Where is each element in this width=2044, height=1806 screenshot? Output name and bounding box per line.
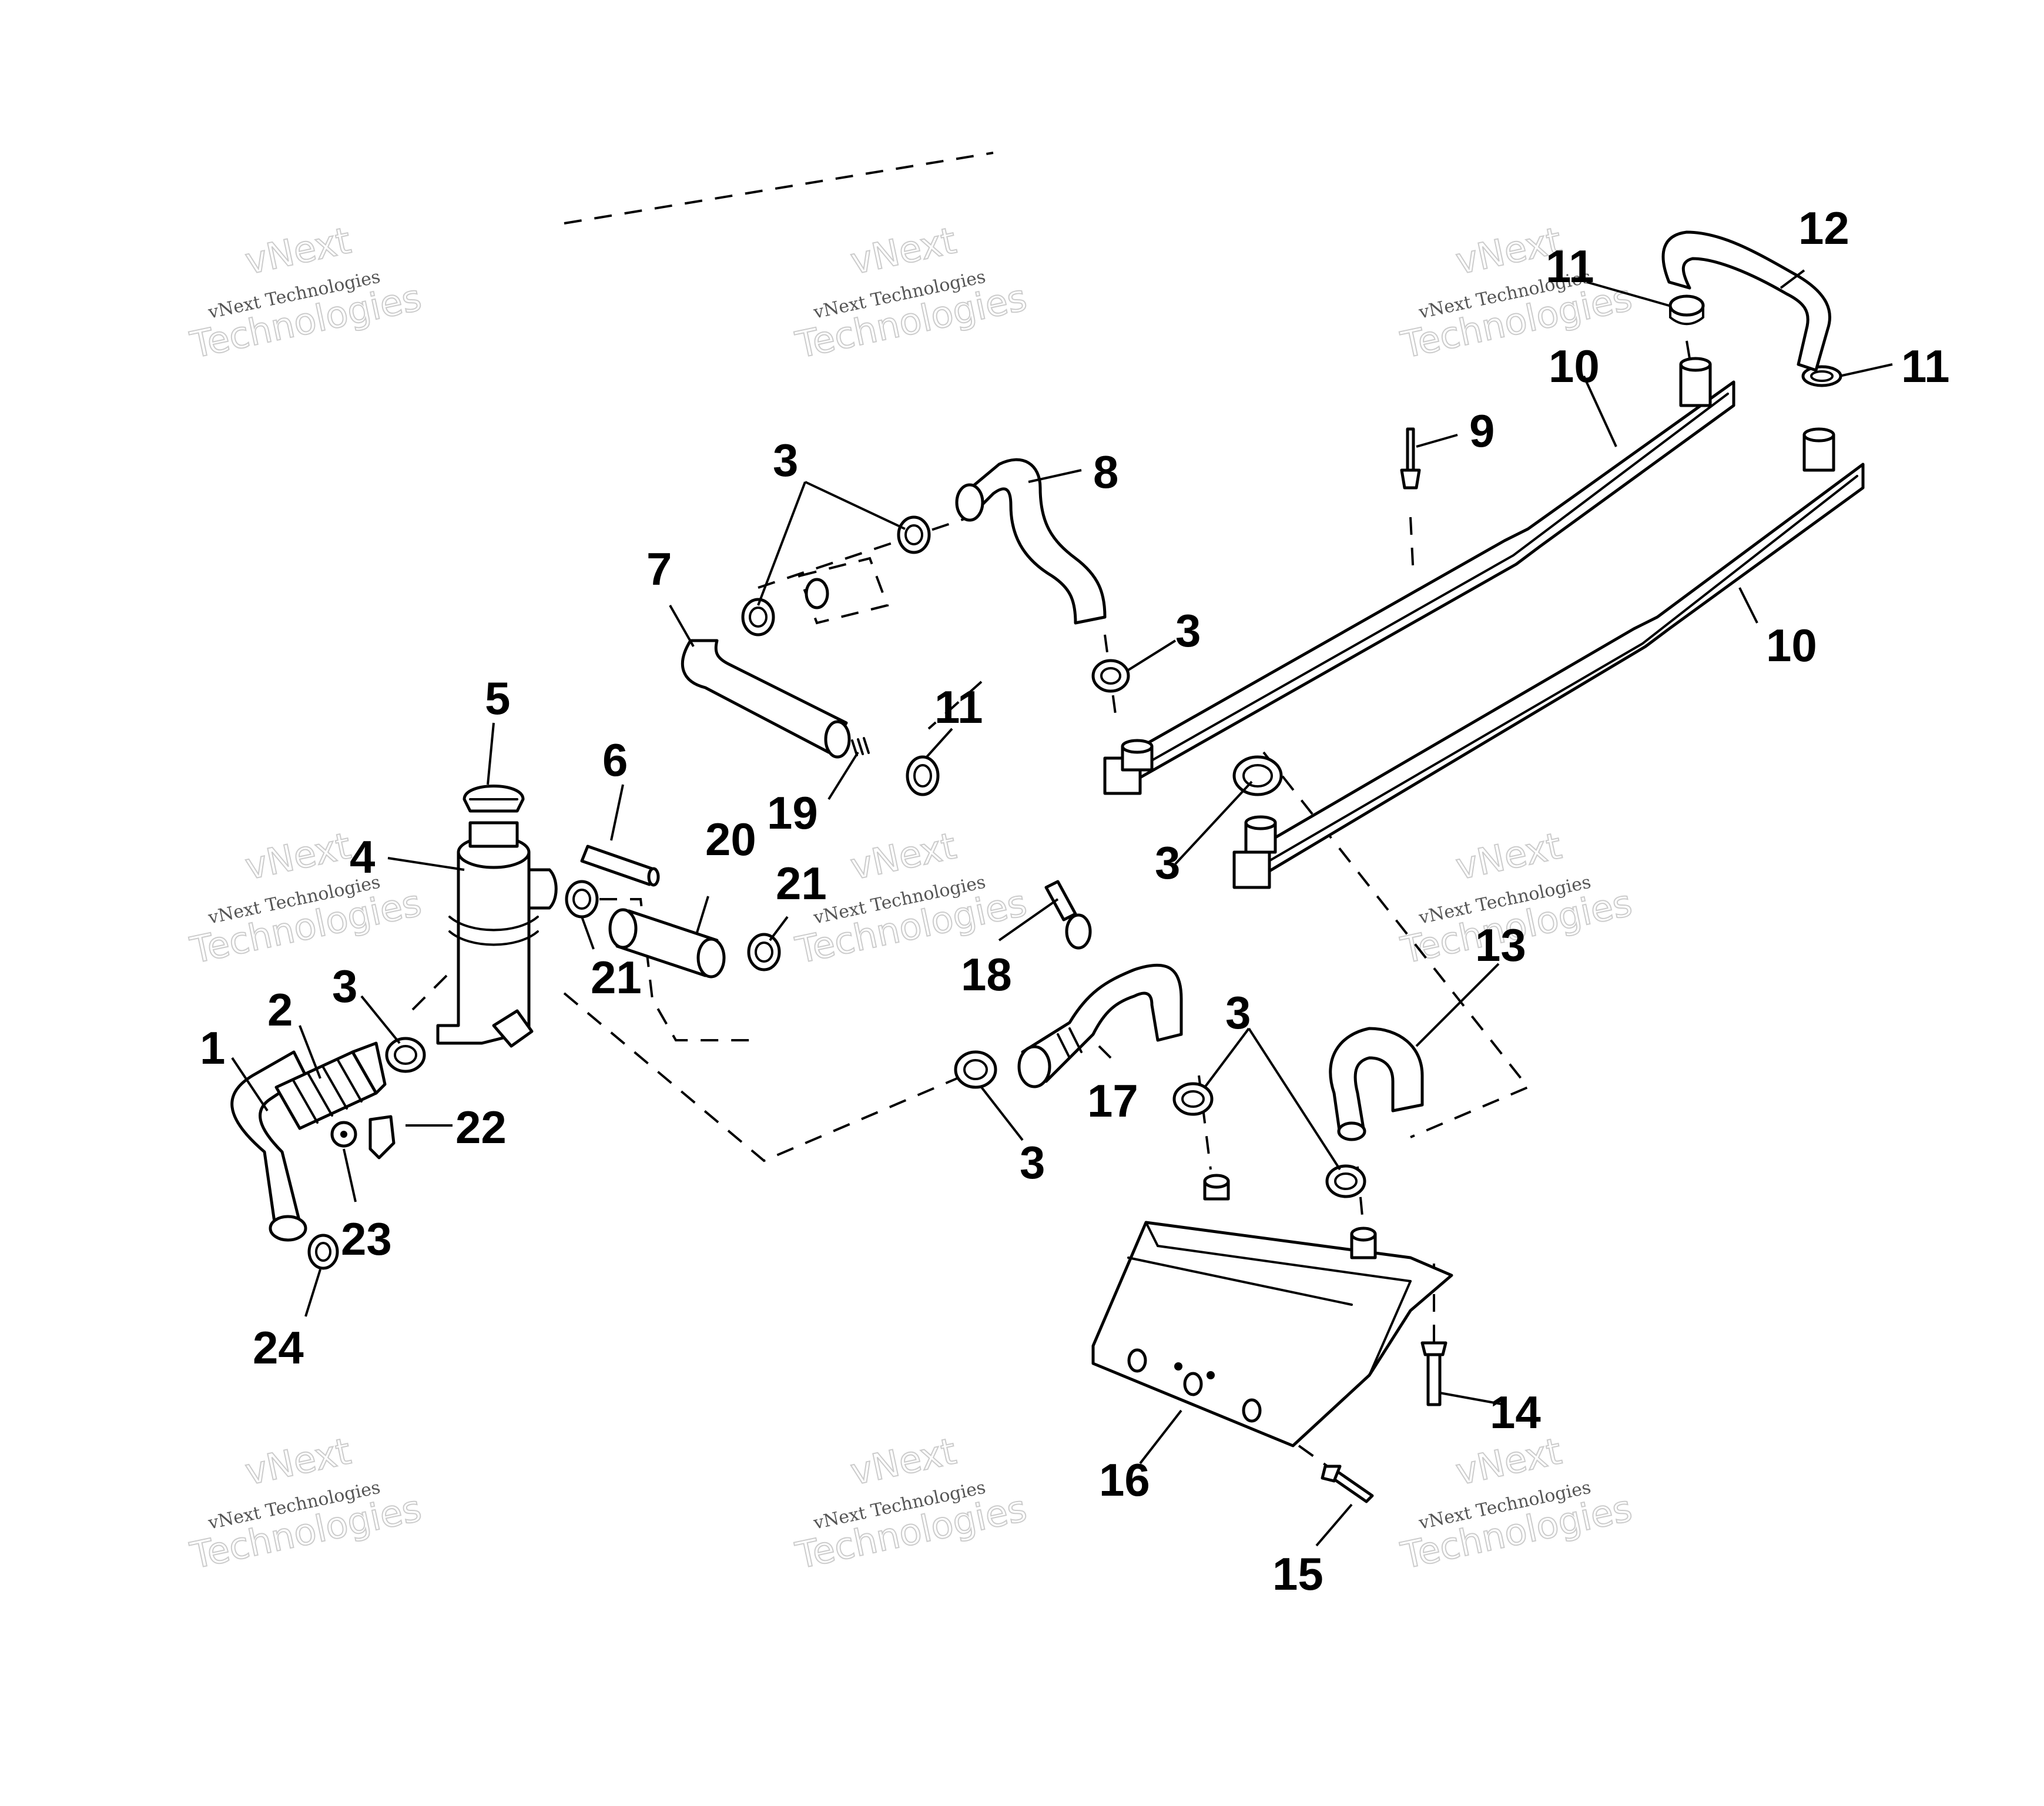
svg-text:vNext: vNext: [847, 1429, 960, 1493]
callout-22: 22: [455, 1101, 507, 1153]
callout-23: 23: [341, 1213, 392, 1265]
svg-text:vNext: vNext: [847, 824, 960, 888]
dashed-line-20: [599, 898, 752, 1041]
watermark: vNext vNext Technologies Technologies: [186, 1429, 425, 1578]
thermostat-housing[interactable]: [798, 557, 889, 625]
watermark: vNext vNext Technologies Technologies: [791, 218, 1031, 367]
callout-5: 5: [485, 672, 510, 724]
filler-neck[interactable]: [468, 821, 519, 848]
callout-3: 3: [332, 960, 357, 1012]
callout-11: 11: [1546, 240, 1594, 292]
callout-15: 15: [1272, 1548, 1323, 1600]
callout-7: 7: [646, 543, 672, 595]
clip-18[interactable]: [1044, 880, 1092, 950]
callout-21: 21: [591, 951, 642, 1003]
dashed-line-19: [927, 681, 983, 730]
callout-11: 11: [1901, 340, 1949, 392]
dashed-line-hose7-8: [758, 516, 970, 589]
hose-2-corrugated[interactable]: [274, 1041, 387, 1130]
callout-10: 10: [1549, 340, 1600, 392]
reservoir-cap-5[interactable]: [463, 785, 525, 813]
callout-3: 3: [1225, 987, 1251, 1038]
clamp-3-upper-left[interactable]: [741, 598, 775, 636]
callout-9: 9: [1469, 405, 1495, 457]
callout-3: 3: [773, 434, 798, 486]
callout-18: 18: [961, 949, 1012, 1000]
bolt-9[interactable]: [1400, 427, 1421, 490]
heat-exchanger-10-upper[interactable]: [1103, 357, 1735, 795]
clamp-3-lower-mid[interactable]: [1172, 1082, 1214, 1116]
callout-6: 6: [602, 734, 628, 786]
rivet-14[interactable]: [1420, 1341, 1447, 1406]
clamp-21-left[interactable]: [565, 880, 599, 919]
clamp-3-rail[interactable]: [1232, 755, 1283, 796]
svg-text:vNext: vNext: [1452, 824, 1565, 888]
callout-8: 8: [1093, 446, 1118, 498]
dashed-line-11: [1686, 340, 1694, 377]
callout-16: 16: [1099, 1454, 1150, 1506]
callout-14: 14: [1490, 1386, 1541, 1438]
callout-12: 12: [1798, 202, 1849, 254]
dashed-line-bottom-hose: [563, 992, 964, 1162]
hose-8[interactable]: [955, 458, 1107, 625]
svg-text:vNext: vNext: [1452, 1429, 1565, 1493]
assembly-lines: [410, 152, 1694, 1476]
spring-19[interactable]: [851, 737, 870, 756]
hose-20[interactable]: [608, 908, 726, 979]
callout-3: 3: [1155, 837, 1180, 889]
watermark: vNext vNext Technologies Technologies: [186, 218, 425, 367]
hose-7[interactable]: [681, 639, 851, 759]
clamp-11-top-right[interactable]: [1801, 365, 1842, 387]
watermark: vNext vNext Technologies Technologies: [186, 823, 425, 973]
hose-17[interactable]: [1017, 963, 1183, 1088]
callout-10: 10: [1766, 619, 1817, 671]
heat-exchanger-10-lower[interactable]: [1232, 427, 1865, 889]
hose-13[interactable]: [1329, 1027, 1424, 1141]
svg-text:vNext: vNext: [242, 219, 354, 283]
callout-13: 13: [1475, 919, 1526, 971]
leader-lines: [231, 269, 1893, 1547]
callout-20: 20: [705, 813, 756, 865]
tube-6[interactable]: [580, 845, 660, 887]
svg-text:vNext: vNext: [242, 1429, 354, 1493]
dashed-line-6-4: [564, 152, 994, 225]
callout-labels: 1 2 3 4 5 6 7 3 8 9 10 10 11 11 12 3 3 1…: [200, 202, 1949, 1600]
clamp-24[interactable]: [307, 1234, 339, 1270]
clamp-3-left[interactable]: [385, 1037, 426, 1073]
callout-3: 3: [1175, 605, 1201, 656]
clamp-3-lower-right[interactable]: [1325, 1164, 1366, 1198]
dashed-line-3-left: [410, 974, 448, 1012]
svg-text:vNext: vNext: [847, 219, 960, 283]
clamp-21-right[interactable]: [747, 933, 781, 971]
callout-11: 11: [934, 681, 983, 733]
watermark: vNext vNext Technologies Technologies: [1396, 1429, 1636, 1578]
callout-1: 1: [200, 1022, 225, 1074]
watermarks: vNext vNext Technologies Technologies vN…: [186, 218, 1636, 1578]
clamp-3-lower[interactable]: [954, 1050, 997, 1089]
callout-21: 21: [776, 857, 827, 909]
svg-text:vNext: vNext: [242, 824, 354, 888]
callout-2: 2: [267, 984, 293, 1036]
clamp-11-mid[interactable]: [906, 755, 940, 796]
callout-17: 17: [1087, 1075, 1138, 1127]
callout-4: 4: [350, 831, 375, 883]
plug-23[interactable]: [330, 1121, 357, 1148]
clamp-11-top-left[interactable]: [1668, 294, 1705, 326]
hose-12[interactable]: [1661, 230, 1831, 372]
dashed-line-bolt9: [1409, 517, 1415, 577]
callout-3: 3: [1020, 1137, 1045, 1188]
clamp-3-upper-mid[interactable]: [897, 515, 931, 554]
callout-19: 19: [767, 787, 818, 839]
rivet-15[interactable]: [1321, 1465, 1374, 1503]
clamp-3-upper-right[interactable]: [1091, 659, 1130, 693]
fitting-22[interactable]: [368, 1115, 396, 1160]
callout-24: 24: [253, 1322, 304, 1373]
watermark: vNext vNext Technologies Technologies: [791, 1429, 1031, 1578]
heat-exchanger-plate-16[interactable]: [1091, 1174, 1453, 1448]
